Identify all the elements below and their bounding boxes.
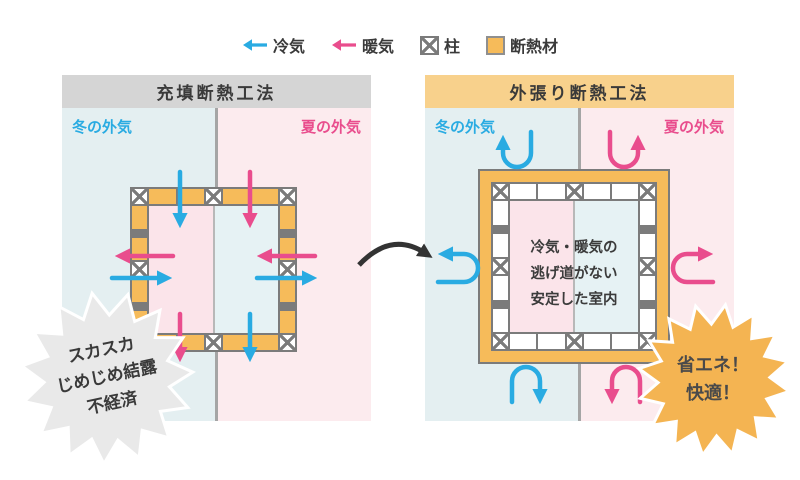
pillar-icon xyxy=(280,262,295,277)
wall-segment xyxy=(493,233,508,257)
benefit-badge: 省エネ！ 快適！ xyxy=(638,352,788,408)
benefit-badge-line: 省エネ！ xyxy=(677,355,749,376)
wall-segment xyxy=(493,308,508,332)
legend: 冷気 暖気 柱 断熱材 xyxy=(0,33,800,57)
interior-divider xyxy=(573,201,575,332)
air-leak-arrows xyxy=(109,169,318,363)
wall-bottom xyxy=(493,334,655,349)
insulation-segment xyxy=(251,335,278,350)
wall-segment xyxy=(640,308,655,332)
right-panel-title: 外張り断熱工法 xyxy=(425,75,734,108)
pillar-icon xyxy=(206,189,221,204)
pillar-icon xyxy=(493,259,508,274)
insulation-segment xyxy=(132,206,147,229)
pillar-icon xyxy=(206,335,221,350)
pillar-icon xyxy=(566,184,582,199)
pillar-icon xyxy=(640,259,655,274)
pillar-icon xyxy=(493,334,508,349)
insulation-segment xyxy=(251,189,278,204)
pillar-icon xyxy=(420,35,439,55)
insulation-segment xyxy=(132,279,147,302)
problem-burst-shape xyxy=(18,290,196,468)
wall-segment xyxy=(583,184,610,199)
cool-interior xyxy=(575,201,638,332)
wall-segment xyxy=(538,184,565,199)
pillar-icon xyxy=(132,262,147,277)
transition-arrow xyxy=(357,242,433,267)
wall-segment xyxy=(611,334,638,349)
wall-right xyxy=(640,201,655,332)
wall-left xyxy=(493,201,508,332)
pillar-icon xyxy=(132,189,147,204)
wall-top xyxy=(493,184,655,199)
warm-interior xyxy=(510,201,573,332)
wall-segment xyxy=(493,276,508,300)
benefit-badge-line: 快適！ xyxy=(686,383,740,404)
pillar-icon xyxy=(493,184,508,199)
cold-air-uturn-arrow xyxy=(509,364,548,405)
legend-insulation-label: 断熱材 xyxy=(510,37,559,56)
air-bounce-arrows xyxy=(435,129,716,405)
pillar-icon xyxy=(280,189,295,204)
left-panel-title: 充填断熱工法 xyxy=(62,75,371,108)
legend-cold-label: 冷気 xyxy=(272,37,305,56)
insulation-segment xyxy=(177,189,204,204)
wall-segment xyxy=(640,201,655,225)
warm-air-arrow-icon xyxy=(331,39,356,51)
summer-label: 夏の外気 xyxy=(663,118,724,136)
wall-top xyxy=(132,189,295,204)
legend-pillar: 柱 xyxy=(420,33,460,57)
wall-segment xyxy=(640,276,655,300)
benefit-burst-shape xyxy=(635,301,793,459)
insulation-segment xyxy=(280,206,295,229)
wall-segment xyxy=(493,201,508,225)
insulation-segment xyxy=(223,189,250,204)
cold-air-uturn-arrow xyxy=(435,246,481,285)
legend-pillar-label: 柱 xyxy=(444,37,461,56)
wall-segment xyxy=(583,334,610,349)
interior-divider xyxy=(212,206,215,333)
wall-segment xyxy=(538,334,565,349)
legend-cold-air: 冷気 xyxy=(242,33,305,57)
wall-segment xyxy=(611,184,638,199)
legend-warm-label: 暖気 xyxy=(361,37,394,56)
insulation-segment xyxy=(177,335,204,350)
winter-label: 冬の外気 xyxy=(435,118,496,136)
right-panel-body: 冬の外気 夏の外気 xyxy=(425,108,734,421)
room-caption-line: 冷気・暖気の xyxy=(530,240,618,256)
wall-segment xyxy=(510,184,537,199)
room-caption-line: 安定した室内 xyxy=(530,292,618,308)
pillar-icon xyxy=(566,334,582,349)
pillar-icon xyxy=(280,335,295,350)
pillar-icon xyxy=(640,184,655,199)
wall-segment xyxy=(640,233,655,257)
legend-insulation: 断熱材 xyxy=(486,33,558,57)
cold-air-uturn-arrow xyxy=(495,129,534,170)
wall-segment xyxy=(510,334,537,349)
warm-air-uturn-arrow xyxy=(670,246,716,285)
cold-air-arrow-icon xyxy=(242,39,267,51)
legend-warm-air: 暖気 xyxy=(331,33,394,57)
room-interior xyxy=(510,201,638,332)
room-caption-line: 逃げ道がない xyxy=(530,266,618,282)
wrapped-wall xyxy=(491,182,657,351)
insulation-segment xyxy=(149,189,176,204)
insulation-segment xyxy=(280,279,295,302)
insulation-swatch-icon xyxy=(486,35,506,55)
panel-exterior-insulation: 外張り断熱工法 冬の外気 夏の外気 xyxy=(425,75,734,421)
warm-air-uturn-arrow xyxy=(604,364,643,405)
insulation-segment xyxy=(280,310,295,333)
winter-label: 冬の外気 xyxy=(72,118,133,136)
warm-air-uturn-arrow xyxy=(607,129,646,170)
stable-room-caption: 冷気・暖気の 逃げ道がない 安定した室内 xyxy=(499,235,649,313)
insulation-segment xyxy=(223,335,250,350)
summer-label: 夏の外気 xyxy=(300,118,361,136)
exterior-insulation-wrap xyxy=(478,169,670,364)
